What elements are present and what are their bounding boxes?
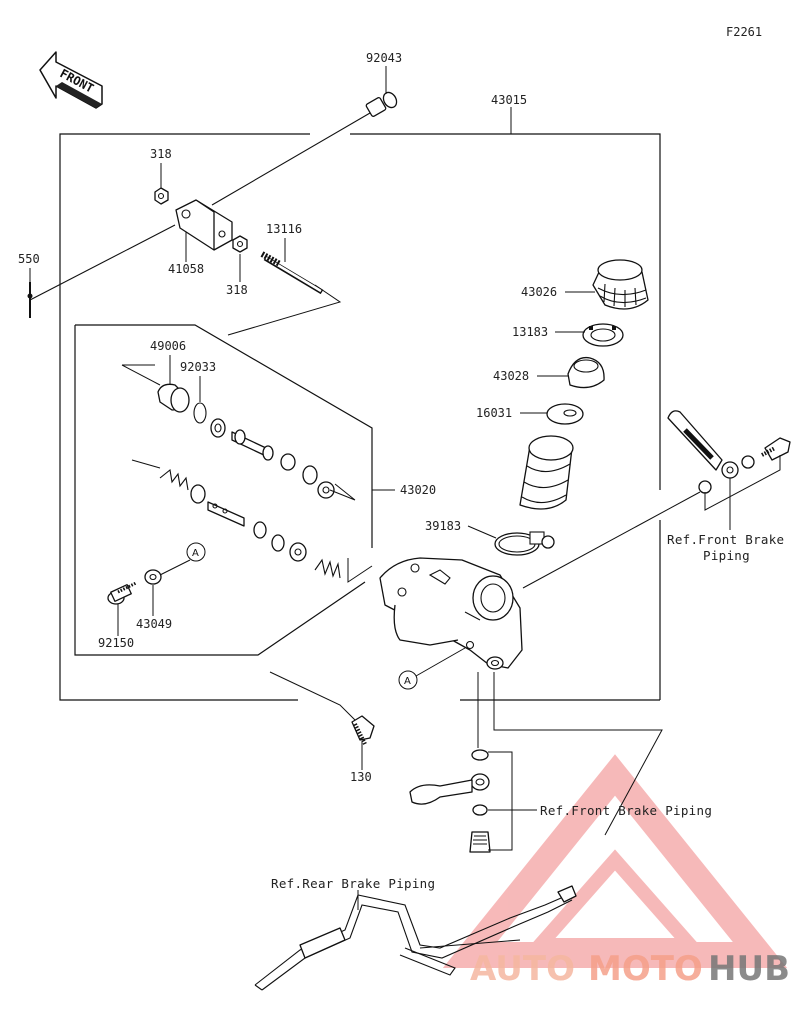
label-92033: 92033 xyxy=(180,360,216,374)
watermark-text: AUTO MOTO HUB xyxy=(470,949,790,989)
banjo-fitting-front xyxy=(409,749,491,853)
svg-text:AUTO: AUTO xyxy=(470,949,575,989)
hose-clamp-39183 xyxy=(494,531,555,556)
label-92150: 92150 xyxy=(98,636,134,650)
front-arrow-icon: FRONT xyxy=(39,51,103,109)
label-41058: 41058 xyxy=(168,262,204,276)
callout-a-body: A xyxy=(398,670,418,690)
nut-318-top xyxy=(154,187,169,205)
piston-set-lower xyxy=(190,484,307,562)
svg-text:HUB: HUB xyxy=(708,949,790,989)
reservoir-body xyxy=(519,435,574,510)
label-130: 130 xyxy=(350,770,372,784)
figure-code: F2261 xyxy=(726,25,762,39)
label-43026: 43026 xyxy=(521,285,557,299)
ring-16031 xyxy=(546,403,584,425)
piston-set-upper xyxy=(210,418,335,499)
part-labels: 92043 43015 318 550 41058 318 13116 4302… xyxy=(18,51,595,784)
rear-brake-pipe xyxy=(254,885,577,991)
svg-text:A: A xyxy=(404,676,411,687)
label-16031: 16031 xyxy=(476,406,512,420)
label-39183: 39183 xyxy=(425,519,461,533)
bolt-130 xyxy=(351,715,375,745)
subassembly-frame-43020 xyxy=(74,324,395,656)
label-318-top: 318 xyxy=(150,147,172,161)
circlip-92033 xyxy=(193,402,207,424)
label-550: 550 xyxy=(18,252,40,266)
ref-front-brake-piping-right-2: Piping xyxy=(703,548,750,563)
reservoir-cap-43026 xyxy=(592,259,649,310)
label-43049: 43049 xyxy=(136,617,172,631)
cup-49006 xyxy=(157,383,190,413)
label-43015: 43015 xyxy=(491,93,527,107)
label-43020: 43020 xyxy=(400,483,436,497)
label-13183: 13183 xyxy=(512,325,548,339)
watermark-logo xyxy=(442,754,788,968)
label-49006: 49006 xyxy=(150,339,186,353)
ref-front-brake-piping-right-1: Ref.Front Brake xyxy=(667,532,784,547)
master-cylinder-body xyxy=(379,557,523,670)
ref-front-brake-piping-center: Ref.Front Brake Piping xyxy=(540,803,712,818)
clevis-41058 xyxy=(175,199,233,251)
label-13116: 13116 xyxy=(266,222,302,236)
pushrod-assembly xyxy=(27,112,371,318)
clevis-pin-92043 xyxy=(365,91,398,117)
washer-43049 xyxy=(144,569,162,585)
svg-text:MOTO: MOTO xyxy=(588,949,703,989)
nut-318-bottom xyxy=(232,235,248,253)
diaphragm-43028 xyxy=(567,356,605,389)
label-92043: 92043 xyxy=(366,51,402,65)
spring-lower xyxy=(314,558,341,579)
plate-13183 xyxy=(582,323,624,347)
ref-rear-brake-piping: Ref.Rear Brake Piping xyxy=(271,876,435,891)
svg-text:A: A xyxy=(192,548,199,559)
label-43028: 43028 xyxy=(493,369,529,383)
assembly-frame-43015 xyxy=(59,107,661,701)
front-brake-hose-fitting xyxy=(667,410,791,494)
callout-a-left: A xyxy=(186,542,206,562)
label-318-bottom: 318 xyxy=(226,283,248,297)
pushrod-13116 xyxy=(260,251,324,295)
bolt-92150 xyxy=(107,581,137,605)
spring-upper xyxy=(159,468,189,491)
reference-labels: Ref.Front Brake Piping Ref.Front Brake P… xyxy=(271,532,784,891)
